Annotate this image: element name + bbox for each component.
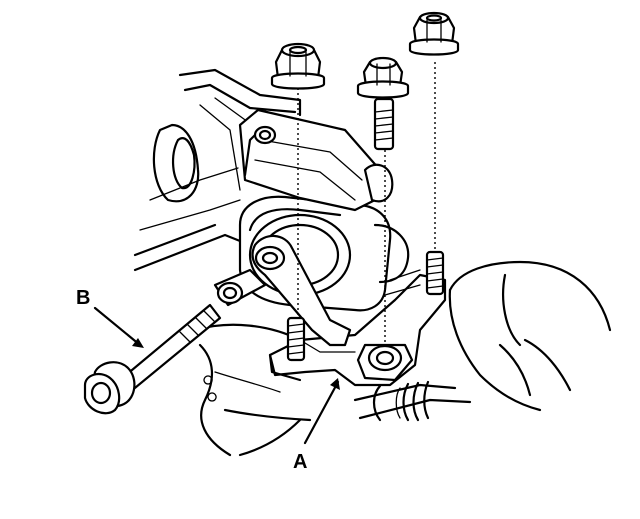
- mount-base-bracket: [268, 273, 447, 387]
- flange-nut-icon: [408, 11, 460, 56]
- flange-nut-icon: [270, 42, 326, 90]
- stud-icon: [425, 250, 445, 296]
- callout-a-label: A: [293, 451, 307, 473]
- alignment-lines: [297, 62, 436, 345]
- callout-a: A: [293, 378, 340, 473]
- upper-bracket: [238, 108, 394, 212]
- bolt-icon: [356, 56, 410, 151]
- callout-b-label: B: [76, 287, 90, 309]
- callout-b: B: [76, 287, 144, 348]
- bolt-icon: [83, 303, 222, 415]
- link-arm: [213, 234, 352, 347]
- axle-boot: [372, 260, 612, 422]
- stud-icon: [286, 316, 306, 362]
